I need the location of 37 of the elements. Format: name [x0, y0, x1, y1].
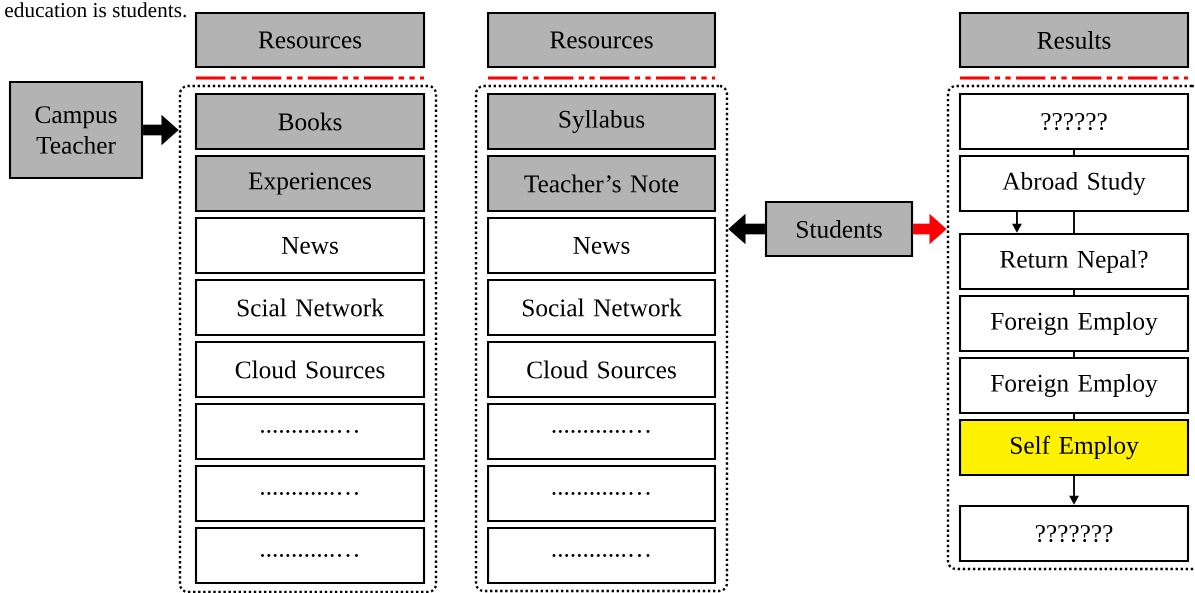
box: Cloud Sources — [194, 340, 426, 399]
box: ?????? — [958, 92, 1190, 151]
box: Experiences — [194, 154, 426, 213]
box: ............… — [486, 402, 717, 461]
box: ............… — [194, 402, 426, 461]
connector-line — [1073, 149, 1075, 156]
box: Books — [194, 92, 426, 151]
dotted-container — [178, 84, 438, 593]
box: Foreign Employ — [958, 294, 1190, 353]
caption-text: education is students. — [5, 2, 186, 18]
box: Teacher’s Note — [486, 154, 717, 213]
dotted-container — [946, 84, 1195, 571]
box: ............… — [194, 526, 426, 585]
heading-box: Resources — [194, 11, 426, 69]
connector-line — [1073, 211, 1075, 234]
box: Foreign Employ — [958, 356, 1190, 415]
box: ............… — [486, 464, 717, 523]
box: Social Network — [486, 278, 717, 337]
heading-box: Resources — [486, 11, 717, 69]
connector-line — [1073, 289, 1075, 296]
box: Abroad Study — [958, 154, 1190, 213]
box: Return Nepal? — [958, 232, 1190, 291]
box: Self Employ — [958, 418, 1190, 477]
box: ??????? — [958, 504, 1190, 563]
box: ............… — [486, 526, 717, 585]
box: Syllabus — [486, 92, 717, 151]
box: News — [194, 216, 426, 275]
box: News — [486, 216, 717, 275]
connector-line — [1073, 413, 1075, 420]
dotted-container — [474, 84, 729, 593]
box: Cloud Sources — [486, 340, 717, 399]
box: Students — [764, 200, 914, 258]
box: Scial Network — [194, 278, 426, 337]
box: Campus Teacher — [8, 80, 144, 180]
box: ............… — [194, 464, 426, 523]
connector-line — [1073, 351, 1075, 358]
heading-box: Results — [958, 11, 1190, 69]
